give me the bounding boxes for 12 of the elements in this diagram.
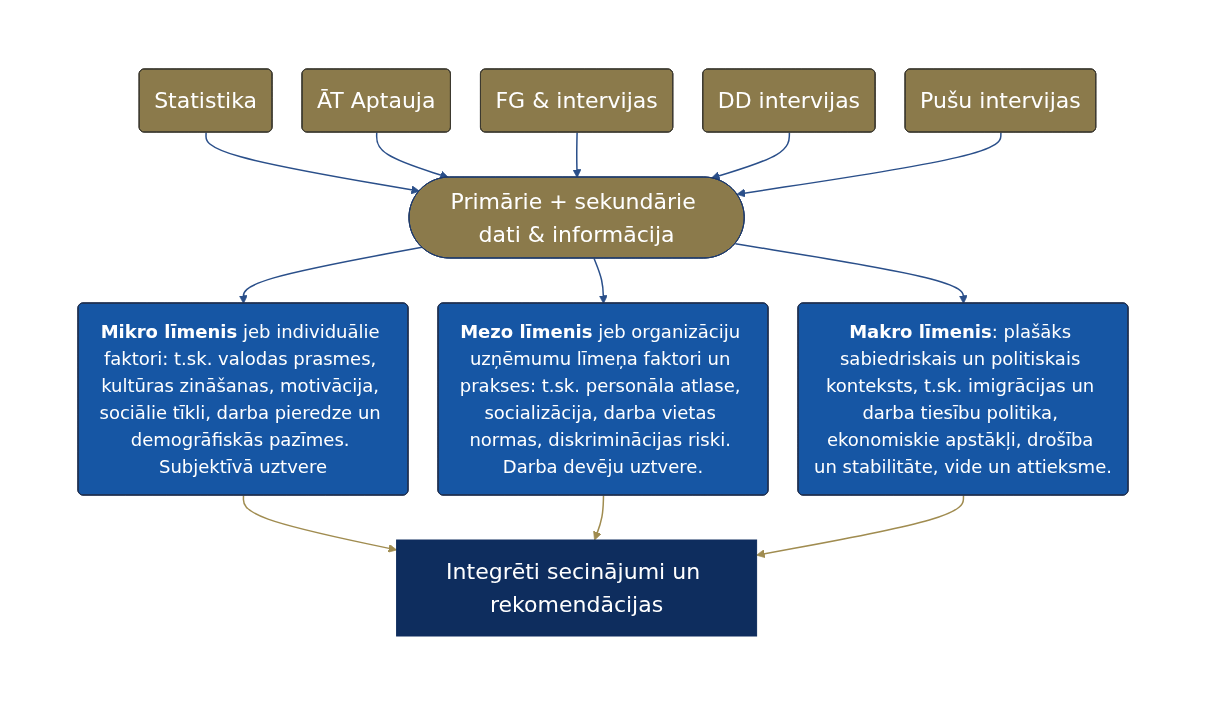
arrow (375, 131, 449, 180)
arrow (756, 494, 965, 559)
arrow (736, 131, 1002, 198)
arrow (593, 257, 608, 304)
node-box: Integrēti secinājumi un rekomendācijas (396, 539, 758, 637)
arrow (205, 131, 420, 195)
arrow (711, 131, 791, 181)
arrow (238, 246, 423, 304)
arrow (734, 243, 968, 304)
arrow (242, 494, 397, 553)
arrow (572, 131, 582, 178)
arrow (593, 494, 605, 541)
